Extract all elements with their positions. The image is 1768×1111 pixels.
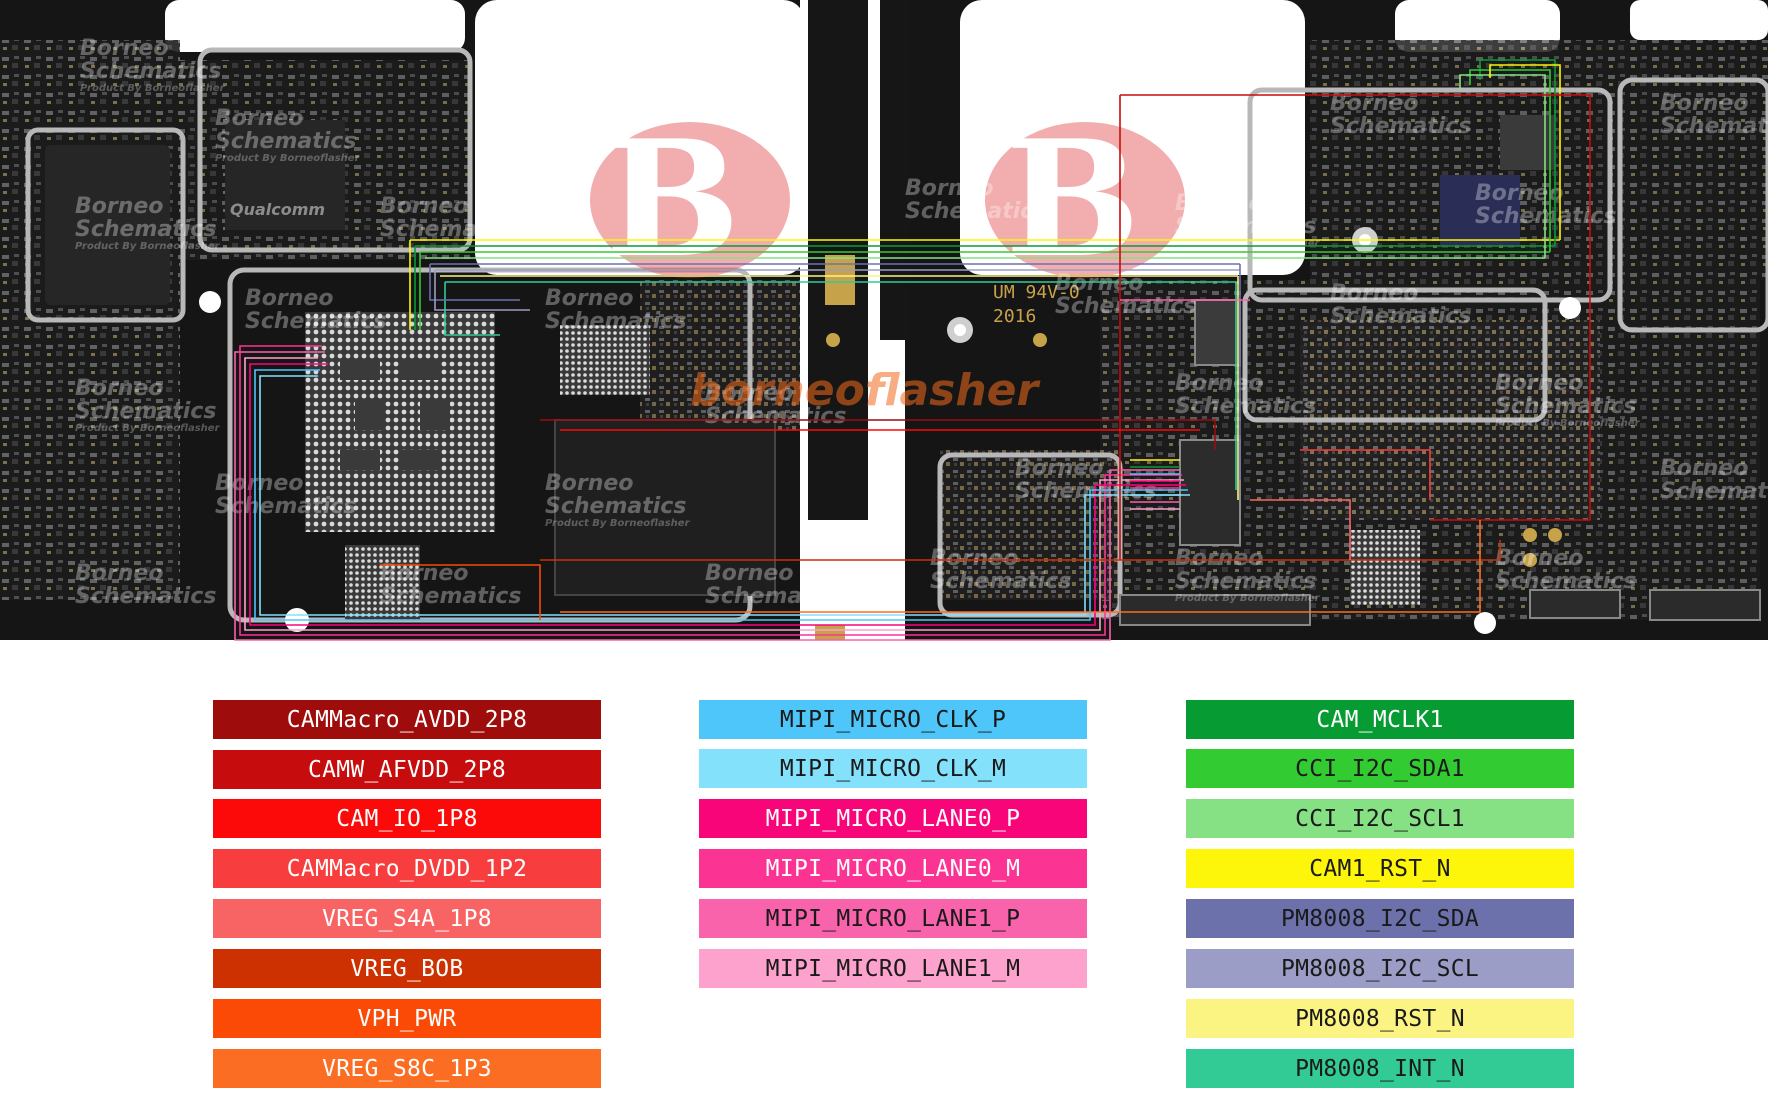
svg-text:Schematics: Schematics (930, 569, 1071, 594)
svg-text:Product By Borneoflasher: Product By Borneoflasher (1495, 418, 1641, 429)
text-watermarks: Borneo Schematics Borneo Schematics Born… (75, 36, 1768, 609)
svg-text:Schematics: Schematics (1330, 304, 1471, 329)
legend-item-pm8008-i2c-sda: PM8008_I2C_SDA (1186, 899, 1574, 938)
svg-text:Borneo: Borneo (75, 194, 163, 219)
legend-item-vreg-bob: VREG_BOB (213, 949, 601, 988)
svg-text:Schematics: Schematics (75, 217, 216, 242)
svg-text:Product By Borneoflasher: Product By Borneoflasher (75, 241, 221, 252)
svg-text:Schematics: Schematics (1175, 569, 1316, 594)
svg-text:Product By Borneoflasher: Product By Borneoflasher (80, 83, 226, 94)
svg-text:Borneo: Borneo (380, 194, 468, 219)
svg-text:Borneo: Borneo (1015, 456, 1103, 481)
pcb-code: 2016 (993, 306, 1036, 327)
legend-item-mipi-micro-lane0-m: MIPI_MICRO_LANE0_M (699, 849, 1087, 888)
legend-item-cci-i2c-scl1: CCI_I2C_SCL1 (1186, 799, 1574, 838)
svg-text:Schematics: Schematics (705, 404, 846, 429)
svg-text:Borneo: Borneo (905, 176, 993, 201)
svg-text:B: B (605, 105, 740, 293)
legend-item-mipi-micro-lane0-p: MIPI_MICRO_LANE0_P (699, 799, 1087, 838)
svg-text:Borneo: Borneo (75, 561, 163, 586)
svg-text:Borneo: Borneo (215, 106, 303, 131)
svg-text:Schematics: Schematics (1175, 394, 1316, 419)
legend-item-camw-afvdd-2p8: CAMW_AFVDD_2P8 (213, 750, 601, 789)
svg-text:Schematics: Schematics (1175, 214, 1316, 239)
svg-text:Product By Borneoflasher: Product By Borneoflasher (1175, 238, 1321, 249)
svg-text:Borneo: Borneo (705, 381, 793, 406)
chip-marking: Qualcomm (230, 200, 325, 219)
svg-text:Schematics: Schematics (1330, 114, 1471, 139)
svg-text:Borneo: Borneo (1495, 371, 1583, 396)
svg-text:Schematics: Schematics (380, 584, 521, 609)
brand-watermark: borneoflasher (690, 365, 1040, 416)
svg-text:Borneo: Borneo (1055, 271, 1143, 296)
svg-text:Schematics: Schematics (905, 199, 1046, 224)
svg-text:Borneo: Borneo (1175, 191, 1263, 216)
legend-item-pm8008-i2c-scl: PM8008_I2C_SCL (1186, 949, 1574, 988)
svg-text:Schematics: Schematics (1660, 479, 1768, 504)
legend-item-mipi-micro-clk-m: MIPI_MICRO_CLK_M (699, 749, 1087, 788)
svg-text:Product By Borneoflasher: Product By Borneoflasher (215, 153, 361, 164)
legend-item-pm8008-rst-n: PM8008_RST_N (1186, 999, 1574, 1038)
svg-text:Schematics: Schematics (380, 217, 521, 242)
legend-item-mipi-micro-lane1-m: MIPI_MICRO_LANE1_M (699, 949, 1087, 988)
legend-item-cam-io-1p8: CAM_IO_1P8 (213, 799, 601, 838)
svg-text:Borneo: Borneo (1175, 546, 1263, 571)
legend-item-vph-pwr: VPH_PWR (213, 999, 601, 1038)
legend-item-cam1-rst-n: CAM1_RST_N (1186, 849, 1574, 888)
svg-text:Schematics: Schematics (245, 309, 386, 334)
svg-text:Borneo: Borneo (1495, 546, 1583, 571)
legend-item-vreg-s4a-1p8: VREG_S4A_1P8 (213, 899, 601, 938)
legend-item-mipi-micro-clk-p: MIPI_MICRO_CLK_P (699, 700, 1087, 739)
svg-text:Borneo: Borneo (1660, 456, 1748, 481)
pcb-board-image: Qualcomm UM 94V-0 2016 B B Borneo Schema… (0, 0, 1768, 641)
signal-traces (234, 59, 1591, 641)
svg-text:Borneo: Borneo (545, 471, 633, 496)
svg-text:Borneo: Borneo (245, 286, 333, 311)
svg-text:Schematics: Schematics (215, 129, 356, 154)
legend-item-cammacro-avdd-2p8: CAMMacro_AVDD_2P8 (213, 700, 601, 739)
svg-text:Schematics: Schematics (75, 584, 216, 609)
svg-text:Schematics: Schematics (545, 309, 686, 334)
svg-text:Borneo: Borneo (1475, 181, 1563, 206)
svg-text:Borneo: Borneo (930, 546, 1018, 571)
legend-item-mipi-micro-lane1-p: MIPI_MICRO_LANE1_P (699, 899, 1087, 938)
svg-text:Schematics: Schematics (80, 59, 221, 84)
svg-text:Borneo: Borneo (545, 286, 633, 311)
svg-text:Product By Borneoflasher: Product By Borneoflasher (75, 423, 221, 434)
svg-text:Product By Borneoflasher: Product By Borneoflasher (1175, 593, 1321, 604)
svg-text:Schematics: Schematics (1495, 394, 1636, 419)
svg-text:Schematics: Schematics (1055, 294, 1196, 319)
svg-text:Schematics: Schematics (705, 584, 846, 609)
svg-text:Borneo: Borneo (705, 561, 793, 586)
text-watermarks-sub: Product By Borneoflasher Product By Born… (75, 83, 1641, 604)
logo-watermark-left: B (590, 105, 790, 293)
svg-text:Schematics: Schematics (1660, 114, 1768, 139)
svg-text:Schematics: Schematics (75, 399, 216, 424)
legend-item-cci-i2c-sda1: CCI_I2C_SDA1 (1186, 749, 1574, 788)
svg-text:Borneo: Borneo (1175, 371, 1263, 396)
svg-text:Schematics: Schematics (215, 494, 356, 519)
svg-text:Borneo: Borneo (80, 36, 168, 61)
svg-text:Schematics: Schematics (545, 494, 686, 519)
logo-watermark-right: B (985, 105, 1185, 293)
svg-text:Borneo: Borneo (75, 376, 163, 401)
legend-item-pm8008-int-n: PM8008_INT_N (1186, 1049, 1574, 1088)
svg-text:Schematics: Schematics (1495, 569, 1636, 594)
svg-text:Borneo: Borneo (1330, 281, 1418, 306)
svg-text:Product By Borneoflasher: Product By Borneoflasher (545, 518, 691, 529)
legend-item-cammacro-dvdd-1p2: CAMMacro_DVDD_1P2 (213, 849, 601, 888)
legend-item-vreg-s8c-1p3: VREG_S8C_1P3 (213, 1049, 601, 1088)
legend-item-cam-mclk1: CAM_MCLK1 (1186, 700, 1574, 739)
pcb-marking: UM 94V-0 (993, 282, 1080, 303)
svg-text:B: B (1005, 105, 1140, 293)
svg-text:Borneo: Borneo (1660, 91, 1748, 116)
